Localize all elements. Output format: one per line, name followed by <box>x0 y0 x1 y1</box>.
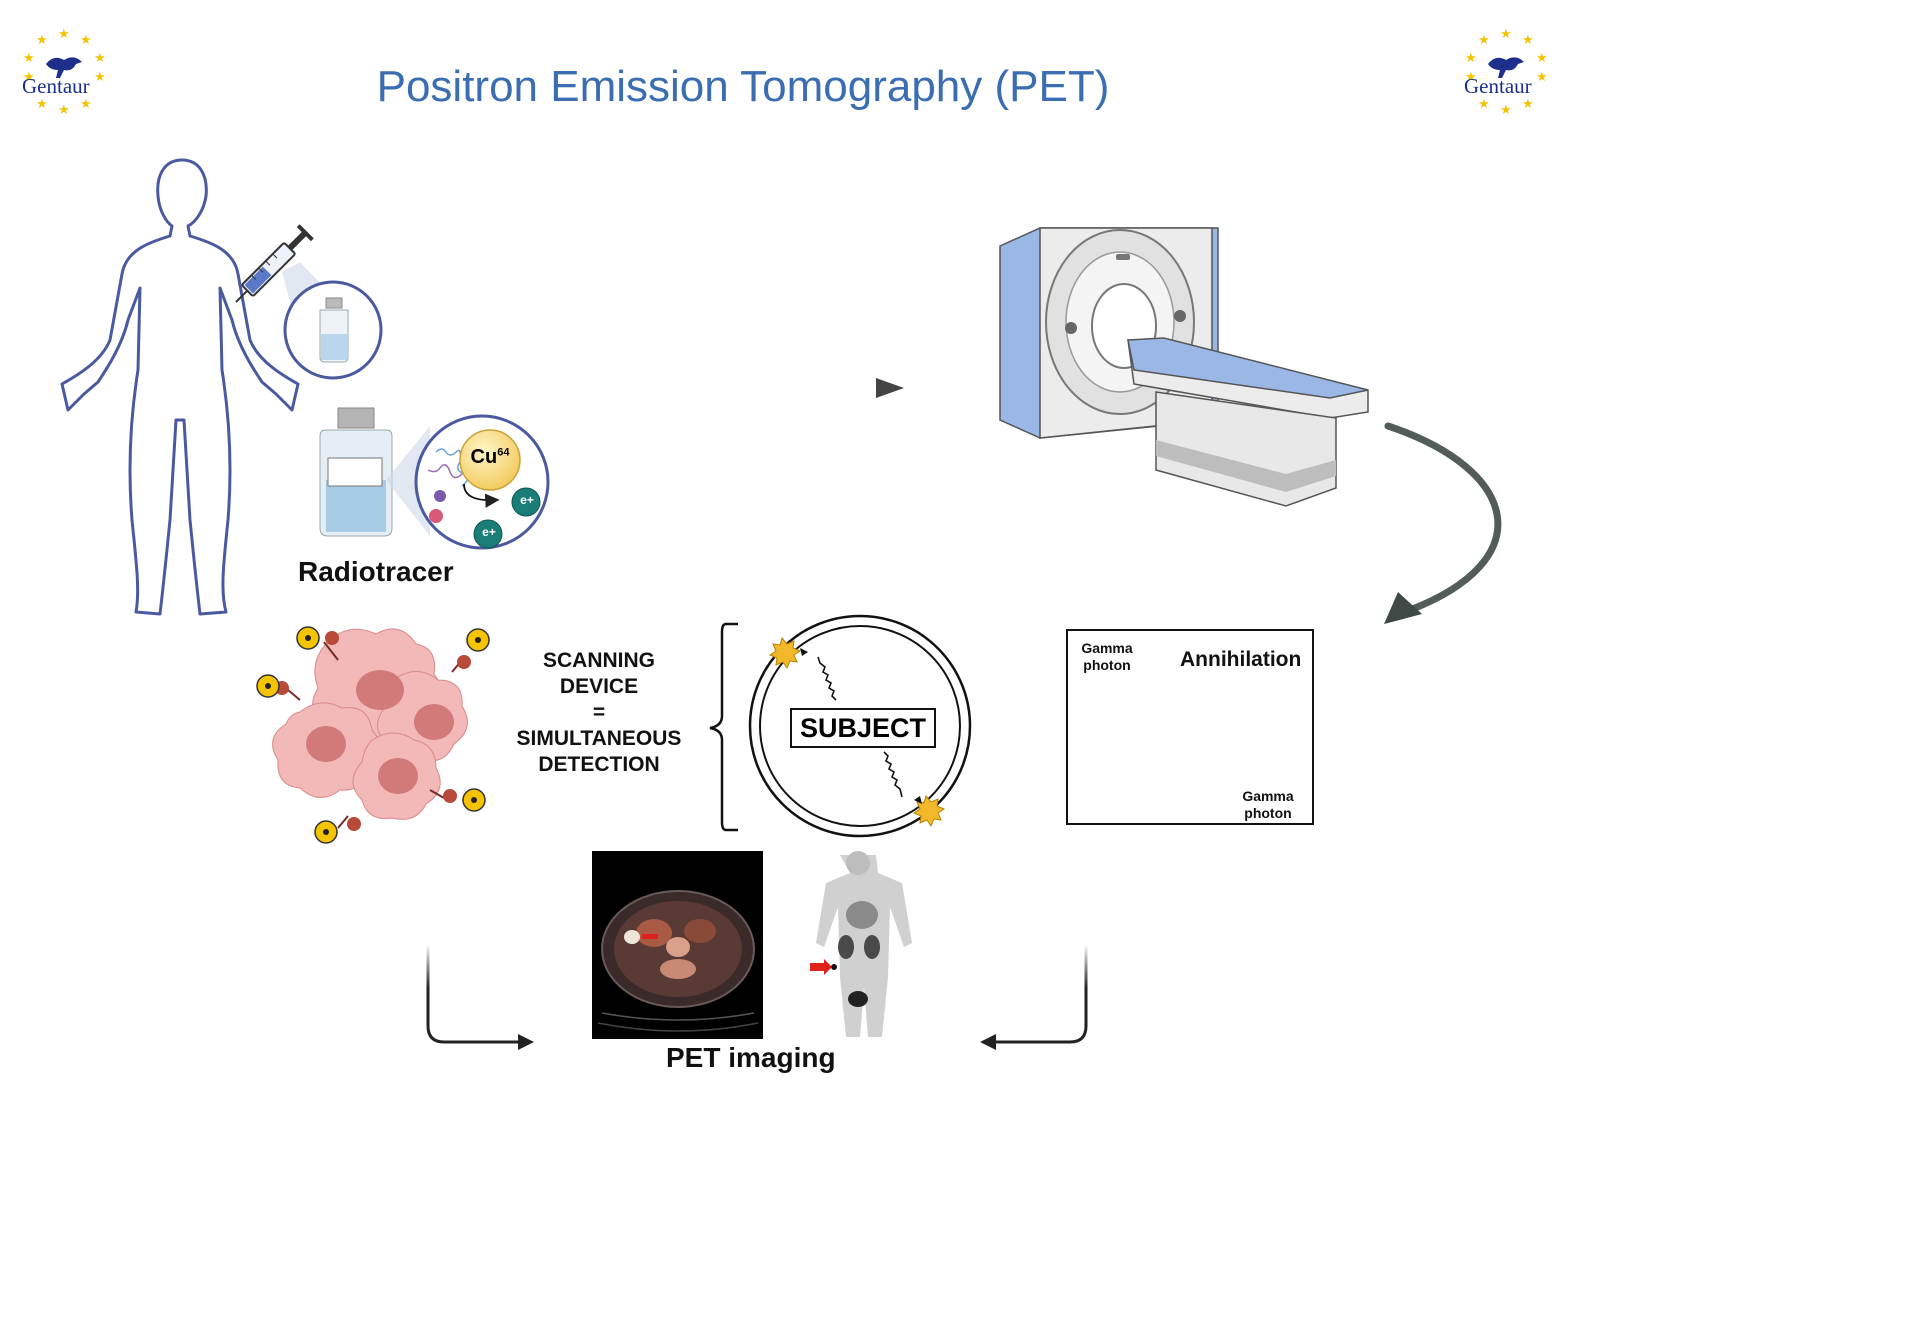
svg-text:★: ★ <box>1465 69 1477 84</box>
gamma-photon-bottom-label: Gamma photon <box>1234 788 1302 822</box>
svg-text:★: ★ <box>94 50 106 65</box>
svg-text:★: ★ <box>1500 102 1512 116</box>
isotope-label: Cu64 <box>470 446 510 469</box>
page-title: Positron Emission Tomography (PET) <box>376 62 1110 111</box>
radioactive-icon <box>256 626 490 844</box>
svg-text:★: ★ <box>1522 32 1534 47</box>
svg-text:★: ★ <box>23 69 35 84</box>
svg-text:★: ★ <box>1478 32 1490 47</box>
human-body-icon <box>60 158 300 616</box>
scanning-device-text: SCANNING DEVICE = SIMULTANEOUS DETECTION <box>508 648 690 778</box>
vial-icon <box>319 297 349 363</box>
positron-label: e+ <box>520 493 534 507</box>
svg-text:★: ★ <box>80 32 92 47</box>
svg-text:★: ★ <box>1478 96 1490 111</box>
gentaur-logo-right: ★★ ★★ ★★ ★★ ★★ Gentaur <box>1460 26 1552 117</box>
svg-text:★: ★ <box>1536 50 1548 65</box>
svg-text:★: ★ <box>1536 69 1548 84</box>
subject-label: SUBJECT <box>790 708 936 748</box>
diagram-canvas <box>60 158 1502 1050</box>
pet-imaging-label: PET imaging <box>666 1042 836 1073</box>
vial-icon <box>319 407 393 537</box>
scanning-line: = <box>592 701 606 724</box>
svg-text:★: ★ <box>36 96 48 111</box>
gentaur-logo-icon: ★★ ★★ ★★ ★★ ★★ <box>1465 26 1548 117</box>
positron-label: e+ <box>1154 748 1174 767</box>
positron-label: e+ <box>482 525 496 539</box>
scanner-icon <box>999 227 1369 507</box>
svg-text:★: ★ <box>36 32 48 47</box>
gentaur-logo-left: ★★ ★★ ★★ ★★ ★★ Gentaur <box>18 26 110 117</box>
scanning-line: SCANNING <box>542 649 655 672</box>
annihilation-title: Annihilation <box>1180 648 1302 671</box>
isotope-mass: 64 <box>497 446 510 459</box>
gamma-photon-top-label: Gamma photon <box>1072 640 1142 674</box>
radiotracer-label: Radiotracer <box>298 556 454 587</box>
isotope-symbol: Cu <box>470 446 498 468</box>
logo-text: Gentaur <box>1464 74 1532 98</box>
syringe-icon <box>235 224 314 303</box>
svg-text:★: ★ <box>23 50 35 65</box>
svg-text:★: ★ <box>1500 26 1512 41</box>
gamma-word: Gamma <box>1242 788 1294 804</box>
svg-text:★: ★ <box>1522 96 1534 111</box>
cancer-cells-icon <box>272 628 471 831</box>
photon-word: photon <box>1244 805 1292 821</box>
scanning-line: SIMULTANEOUS <box>516 727 682 750</box>
scanning-line: DETECTION <box>538 753 660 776</box>
photon-word: photon <box>1083 657 1131 673</box>
gamma-word: Gamma <box>1081 640 1133 656</box>
electron-label: e- <box>1182 726 1198 745</box>
svg-text:★: ★ <box>1465 50 1477 65</box>
svg-text:★: ★ <box>80 96 92 111</box>
scanning-line: DEVICE <box>559 675 639 698</box>
logo-text: Gentaur <box>22 74 90 98</box>
svg-text:★: ★ <box>94 69 106 84</box>
pet-ct-axial-image <box>592 851 763 1039</box>
pet-mip-image <box>800 851 918 1039</box>
svg-text:★: ★ <box>58 102 70 116</box>
svg-text:★: ★ <box>58 26 70 41</box>
gentaur-logo-icon: ★★ ★★ ★★ ★★ ★★ <box>23 26 106 117</box>
annihilation-panel <box>1066 629 1314 825</box>
